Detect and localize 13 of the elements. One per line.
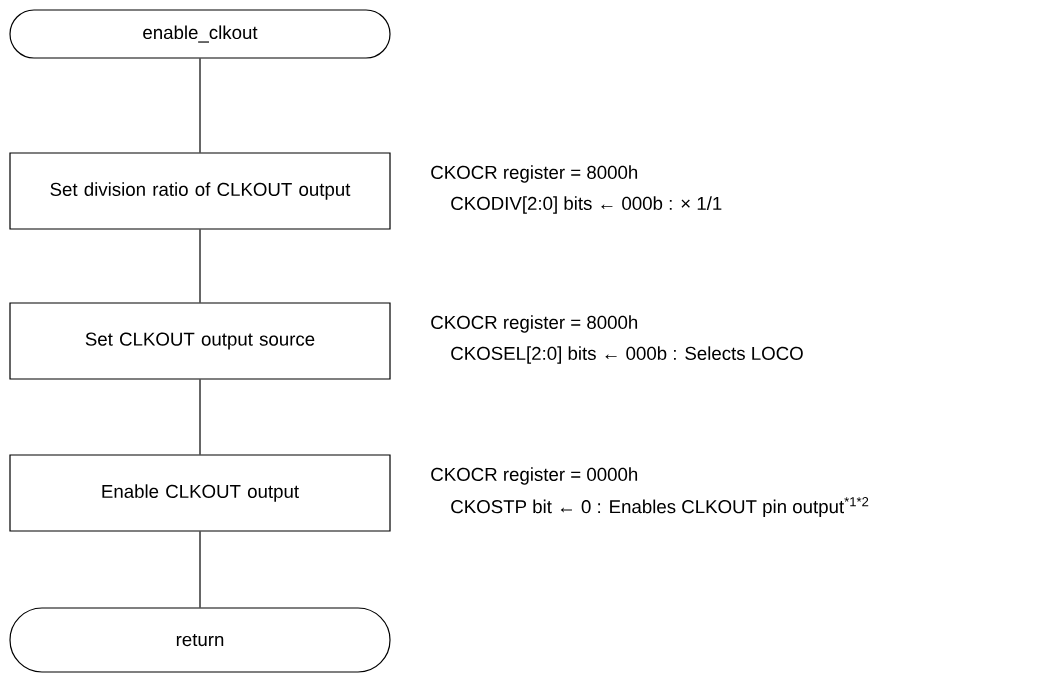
process-box: Set division ratio of CLKOUT output xyxy=(9,152,391,230)
connector-line xyxy=(199,229,201,303)
register-note: CKOSEL[2:0] bits ← 000b : Selects LOCO xyxy=(451,346,803,364)
process-box: Set CLKOUT output source xyxy=(9,302,391,380)
register-note: CKOCR register = 8000h xyxy=(431,315,638,333)
register-note: CKODIV[2:0] bits ← 000b : × 1/1 xyxy=(451,196,722,214)
process-box: Enable CLKOUT output xyxy=(9,454,391,532)
connector-line xyxy=(199,58,201,153)
register-note: CKOSTP bit ← 0 : Enables CLKOUT pin output$^{*1*2}$ xyxy=(451,497,869,517)
connector-line xyxy=(199,531,201,608)
register-note: CKOCR register = 0000h xyxy=(431,467,638,485)
connector-line xyxy=(199,379,201,455)
register-note: CKOCR register = 8000h xyxy=(431,165,638,183)
